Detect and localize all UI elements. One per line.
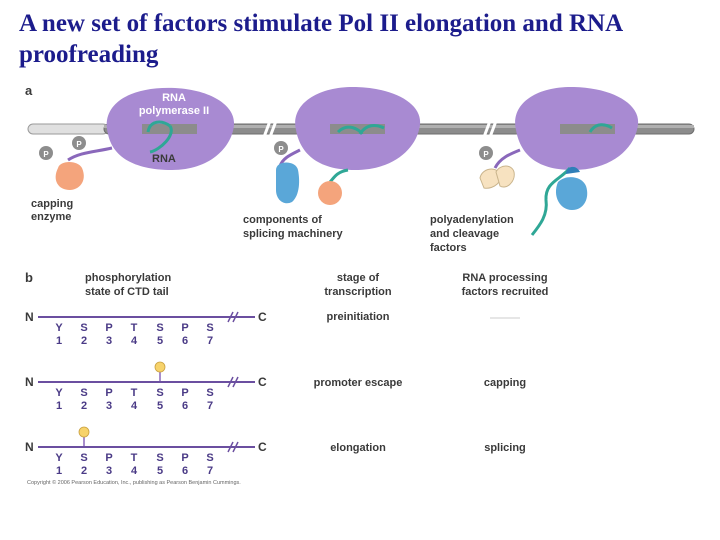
splicing-label-line2: splicing machinery bbox=[243, 228, 344, 240]
slide-title: A new set of factors stimulate Pol II el… bbox=[19, 10, 622, 68]
capping-enzyme-icon bbox=[318, 181, 342, 205]
col3-header-line1: RNA processing bbox=[462, 272, 547, 284]
cleavage-factor-icon bbox=[495, 165, 515, 188]
phosphate-label: P bbox=[483, 150, 489, 159]
residue-position: 4 bbox=[131, 335, 138, 347]
phosphate-icon bbox=[274, 141, 288, 155]
residue: P bbox=[105, 387, 112, 399]
residue: S bbox=[80, 322, 87, 334]
residue: Y bbox=[55, 452, 63, 464]
ctd-tail-2: P bbox=[274, 141, 349, 205]
residue: P bbox=[181, 387, 188, 399]
residue-position: 7 bbox=[207, 465, 213, 477]
residue-position: 7 bbox=[207, 400, 213, 412]
residue-position: 4 bbox=[131, 465, 138, 477]
col3-header-line2: factors recruited bbox=[462, 286, 549, 298]
residue-position: 1 bbox=[56, 335, 62, 347]
residue-position: 2 bbox=[81, 400, 87, 412]
residue-position: 5 bbox=[157, 400, 163, 412]
polya-label-line3: factors bbox=[430, 242, 467, 254]
residue-position: 6 bbox=[182, 400, 188, 412]
phosphate-icon bbox=[479, 146, 493, 160]
polya-label-line1: polyadenylation bbox=[430, 214, 514, 226]
n-terminus-label: N bbox=[25, 440, 34, 454]
col2-header-line2: transcription bbox=[324, 286, 392, 298]
stage-label: preinitiation bbox=[327, 311, 390, 323]
c-terminus-label: C bbox=[258, 375, 267, 389]
residue: P bbox=[105, 322, 112, 334]
residue: S bbox=[156, 452, 163, 464]
residue-position: 1 bbox=[56, 400, 62, 412]
residue: P bbox=[181, 452, 188, 464]
residue: T bbox=[131, 387, 138, 399]
stage-label: elongation bbox=[330, 442, 386, 454]
residue-position: 7 bbox=[207, 335, 213, 347]
panel-a-label: a bbox=[25, 83, 33, 98]
phosphorylation-dot-icon bbox=[78, 426, 90, 438]
capping-enzyme-icon bbox=[55, 162, 84, 190]
phosphate-icon bbox=[72, 136, 86, 150]
ctd-tail-1: P P bbox=[39, 136, 113, 190]
residue: S bbox=[80, 387, 87, 399]
residue-position: 6 bbox=[182, 465, 188, 477]
phosphate-icon bbox=[39, 146, 53, 160]
splicing-label-line1: components of bbox=[243, 214, 322, 226]
residue: S bbox=[206, 322, 213, 334]
splicing-component-icon bbox=[276, 162, 300, 204]
ctd-row-promoter-escape: N C Y S P T S P S 1 2 3 4 5 6 7 promoter… bbox=[25, 361, 526, 412]
residue: S bbox=[206, 387, 213, 399]
residue-position: 2 bbox=[81, 335, 87, 347]
polya-label-line2: and cleavage bbox=[430, 228, 499, 240]
residue-position: 5 bbox=[157, 335, 163, 347]
residue: S bbox=[156, 322, 163, 334]
ctd-tail-3: P bbox=[479, 146, 588, 236]
residue-position: 5 bbox=[157, 465, 163, 477]
factor-label: capping bbox=[484, 377, 526, 389]
capping-label-line1: capping bbox=[31, 198, 73, 210]
residue: P bbox=[181, 322, 188, 334]
residue-position: 6 bbox=[182, 335, 188, 347]
col1-header-line2: state of CTD tail bbox=[85, 286, 169, 298]
phosphate-label: P bbox=[76, 140, 82, 149]
phosphate-label: P bbox=[278, 145, 284, 154]
residue-position: 2 bbox=[81, 465, 87, 477]
n-terminus-label: N bbox=[25, 375, 34, 389]
pol2-label-line2: polymerase II bbox=[139, 105, 209, 117]
n-terminus-label: N bbox=[25, 310, 34, 324]
phosphate-label: P bbox=[43, 150, 49, 159]
factor-label: splicing bbox=[484, 442, 526, 454]
residue-position: 3 bbox=[106, 335, 112, 347]
residue: S bbox=[80, 452, 87, 464]
c-terminus-label: C bbox=[258, 310, 267, 324]
pol2-label-line1: RNA bbox=[162, 92, 186, 104]
residue-position: 1 bbox=[56, 465, 62, 477]
rna-polymerase-3 bbox=[515, 86, 639, 170]
ctd-row-elongation: N C Y S P T S P S 1 2 3 4 5 6 7 elongati… bbox=[25, 426, 526, 477]
residue: Y bbox=[55, 387, 63, 399]
c-terminus-label: C bbox=[258, 440, 267, 454]
residue-position: 3 bbox=[106, 400, 112, 412]
phosphorylation-dot-icon bbox=[154, 361, 166, 373]
panel-b-label: b bbox=[25, 270, 33, 285]
residue: P bbox=[105, 452, 112, 464]
residue-position: 3 bbox=[106, 465, 112, 477]
col2-header-line1: stage of bbox=[337, 272, 380, 284]
rna-polymerase-1: RNA polymerase II RNA bbox=[106, 87, 235, 170]
stage-label: promoter escape bbox=[314, 377, 403, 389]
copyright-notice: Copyright © 2006 Pearson Education, Inc.… bbox=[27, 479, 241, 486]
residue: T bbox=[131, 322, 138, 334]
capping-label-line2: enzyme bbox=[31, 211, 71, 223]
rna-label: RNA bbox=[152, 153, 176, 165]
residue-position: 4 bbox=[131, 400, 138, 412]
splicing-component-icon bbox=[555, 177, 588, 210]
residue: S bbox=[156, 387, 163, 399]
col1-header-line1: phosphorylation bbox=[85, 272, 171, 284]
rna-polymerase-2 bbox=[295, 86, 421, 170]
residue: Y bbox=[55, 322, 63, 334]
ctd-row-preinitiation: N C Y S P T S P S 1 2 3 4 5 6 7 preiniti… bbox=[25, 310, 520, 347]
residue: S bbox=[206, 452, 213, 464]
residue: T bbox=[131, 452, 138, 464]
